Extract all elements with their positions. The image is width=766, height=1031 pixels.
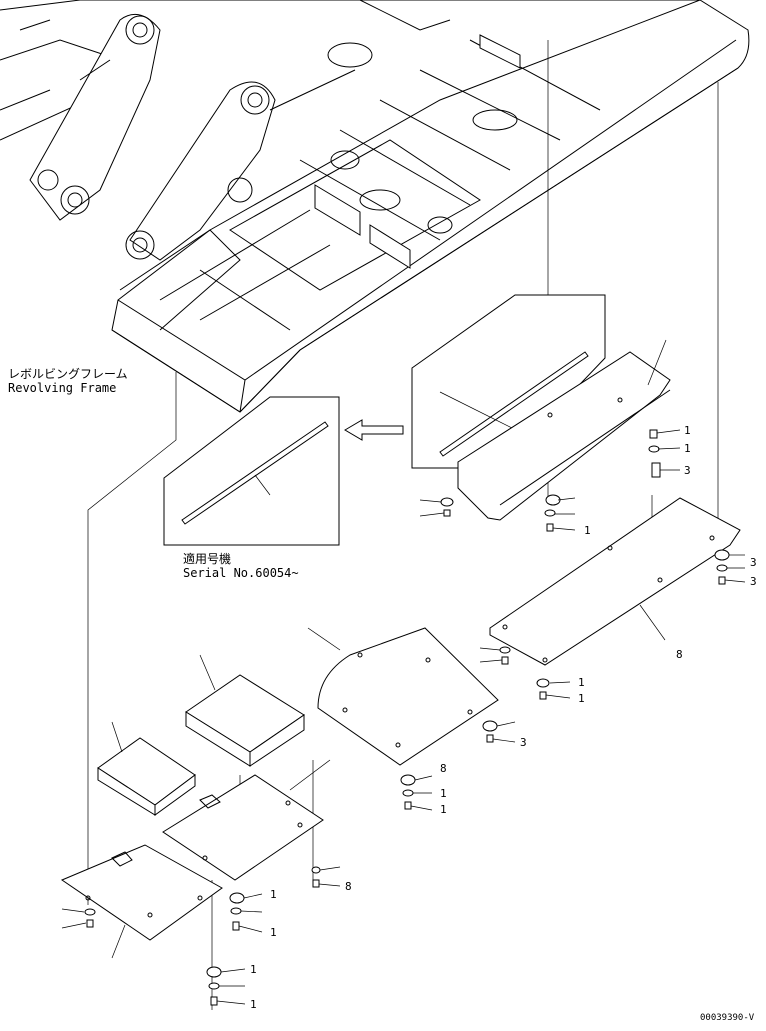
serial-label-en: Serial No.60054~ <box>183 566 299 580</box>
callout-number: 1 <box>270 888 277 901</box>
detail-box-new <box>411 294 606 469</box>
frame-label-jp: レボルビングフレーム <box>8 367 128 381</box>
callout-number: 3 <box>750 556 757 569</box>
callout-number: 1 <box>578 692 585 705</box>
callout-number: 1 <box>250 998 257 1011</box>
arrow-left-icon <box>344 419 404 441</box>
callout-number: 1 <box>684 424 691 437</box>
floor-plate-upper <box>162 759 331 881</box>
callout-number: 3 <box>750 575 757 588</box>
cover-plate-rear <box>457 339 671 521</box>
callout-number: 8 <box>345 880 352 893</box>
cover-plate-middle <box>307 627 499 766</box>
callout-number: 1 <box>578 676 585 689</box>
callout-number: 1 <box>250 963 257 976</box>
callout-numbers: 1 1 3 3 3 8 1 1 3 8 1 1 8 1 1 1 1 1 <box>250 424 757 1011</box>
callout-number: 3 <box>684 464 691 477</box>
floor-plate-lower <box>60 844 223 959</box>
callout-number: 1 <box>584 524 591 537</box>
callout-number: 8 <box>440 762 447 775</box>
callout-leaders <box>61 429 746 1005</box>
callout-number: 1 <box>270 926 277 939</box>
callout-number: 1 <box>440 787 447 800</box>
frame-label-en: Revolving Frame <box>8 381 116 395</box>
callout-number: 1 <box>684 442 691 455</box>
insulation-pad-small <box>97 721 196 816</box>
detail-box-serial <box>163 396 340 546</box>
callout-number: 3 <box>520 736 527 749</box>
revolving-frame-drawing <box>0 0 750 413</box>
cover-plate-right <box>489 497 741 666</box>
serial-label-jp: 適用号機 <box>183 551 231 566</box>
drawing-number: 00039390-V <box>700 1013 755 1023</box>
callout-number: 1 <box>440 803 447 816</box>
insulation-pad-large <box>185 654 305 767</box>
callout-number: 8 <box>676 648 683 661</box>
